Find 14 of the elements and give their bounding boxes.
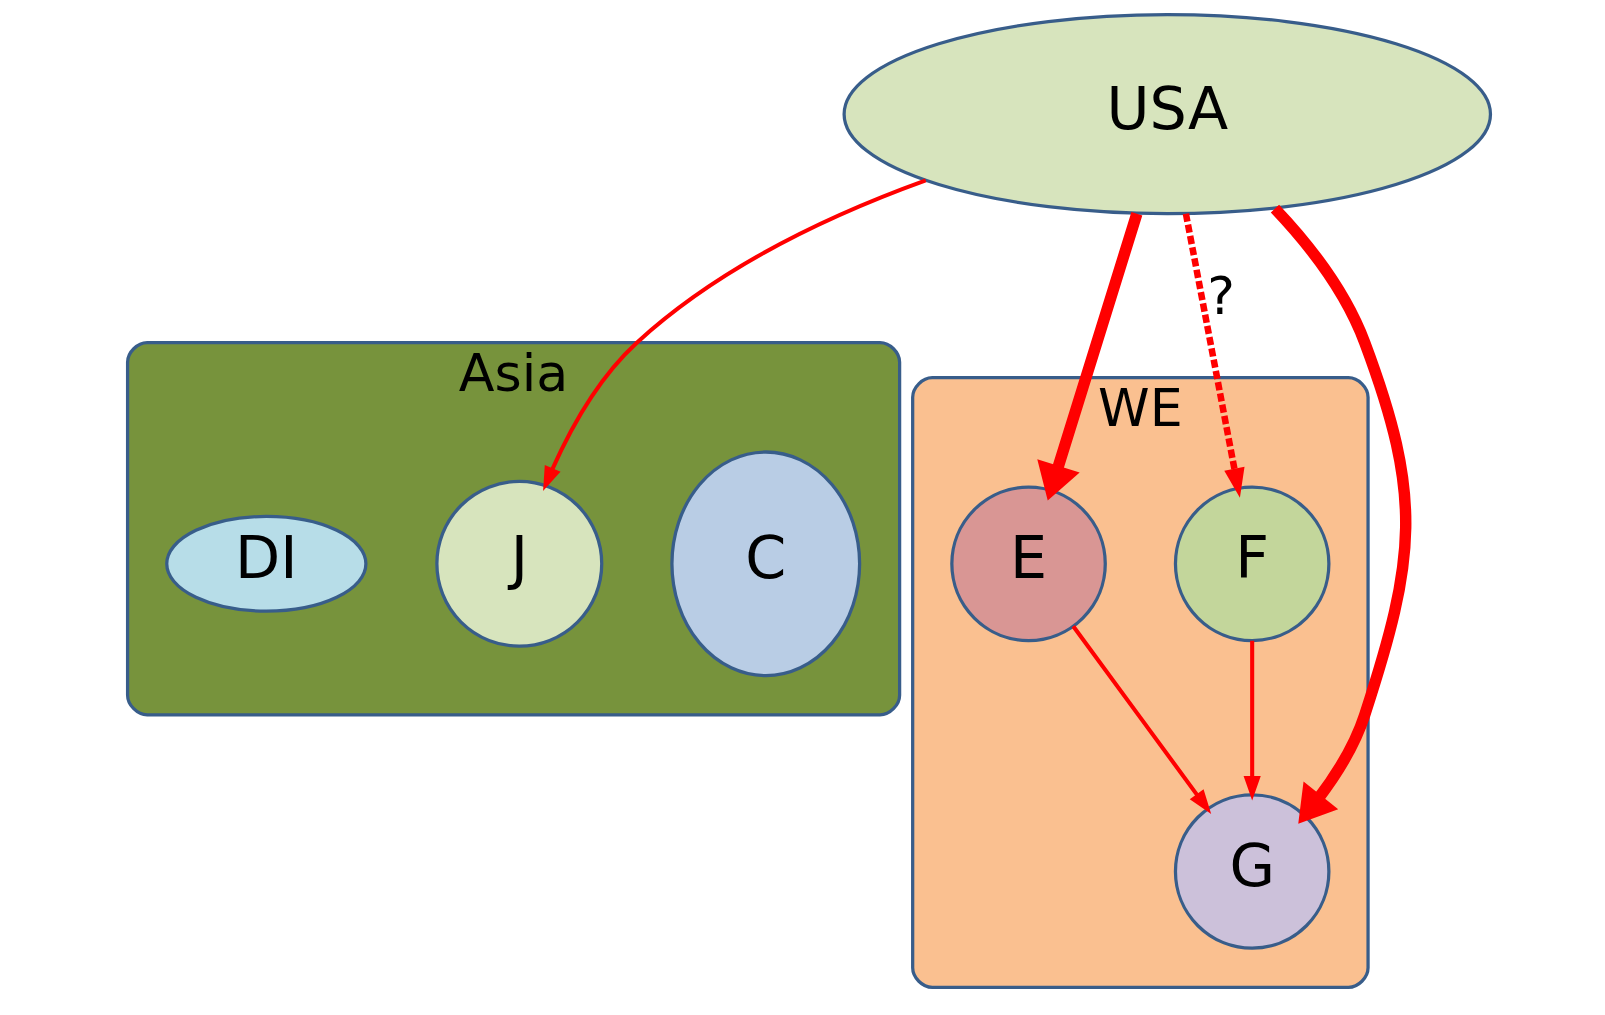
node-ellipse: DI — [165, 514, 368, 613]
arrow — [1182, 213, 1245, 498]
arrow — [1243, 640, 1261, 801]
node-circle: G — [1173, 793, 1331, 950]
arrow — [543, 178, 927, 491]
node-circle: J — [435, 479, 604, 648]
arrow — [1037, 212, 1143, 501]
node-circle: F — [1173, 485, 1331, 643]
node-circle: E — [950, 485, 1107, 643]
arrow — [1270, 204, 1412, 824]
arrow — [1071, 625, 1212, 815]
edge-label: ? — [1207, 266, 1236, 327]
node-ellipse: C — [670, 450, 862, 678]
node-ellipse: USA — [842, 12, 1493, 216]
